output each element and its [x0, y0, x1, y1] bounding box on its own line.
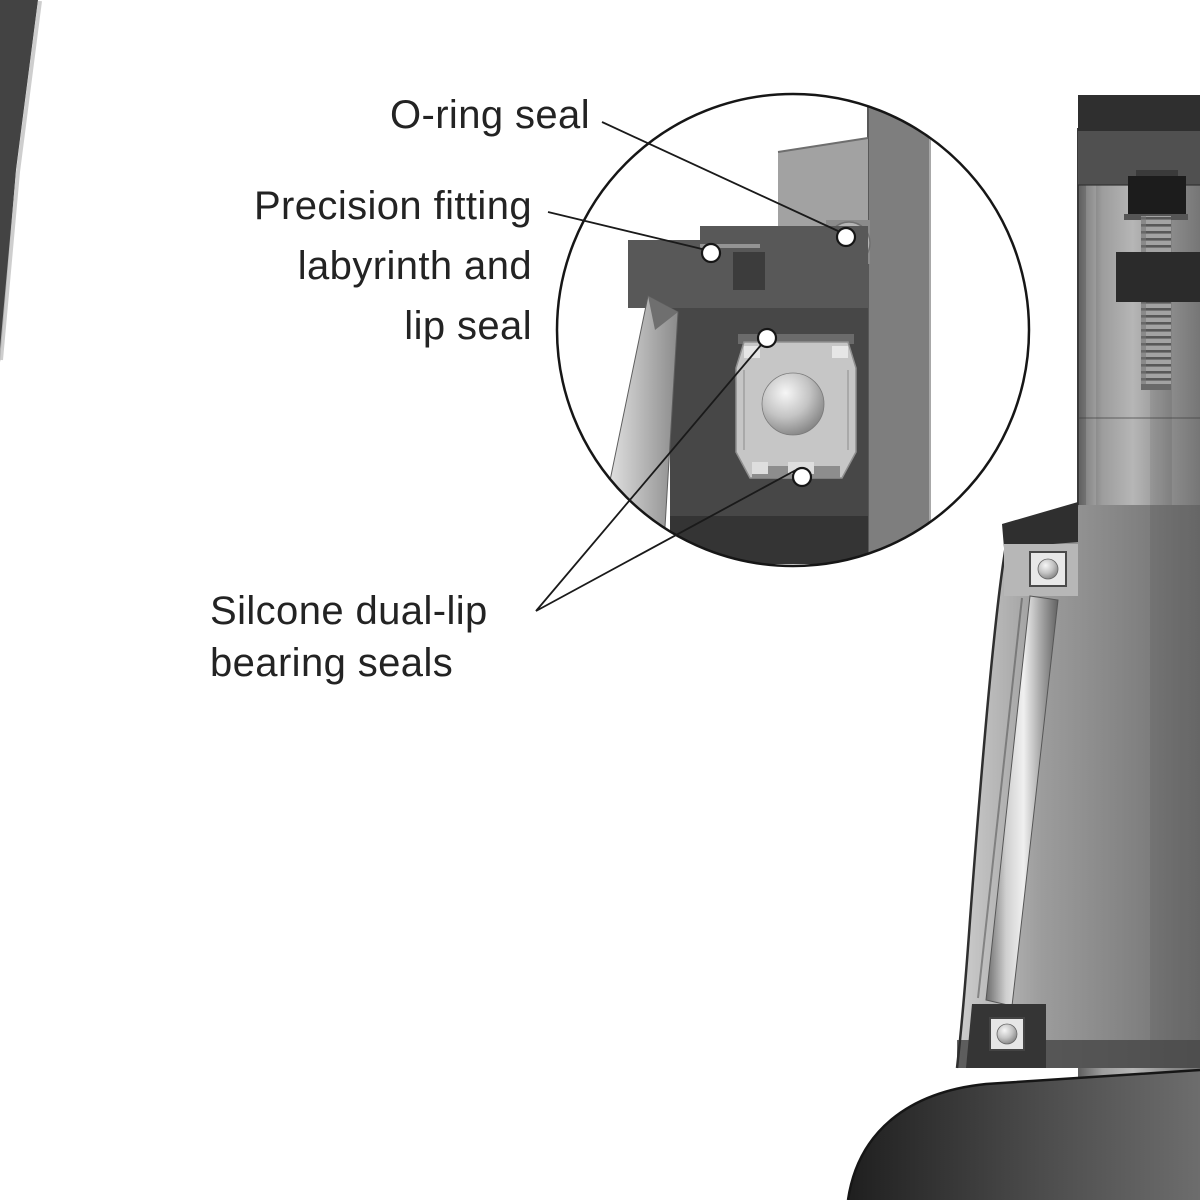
magnifier-view	[557, 94, 1029, 566]
lower-bearing	[966, 1004, 1046, 1068]
callout-o-ring	[835, 226, 857, 248]
callout-labyrinth	[700, 242, 722, 264]
upper-bearing-cap	[1002, 502, 1078, 548]
magnifier-circle	[555, 92, 1031, 568]
label-silicone-seals: Silcone dual-lip bearing seals	[210, 585, 488, 689]
machine-render	[846, 95, 1200, 1200]
base-dome	[846, 1068, 1200, 1200]
bolt-assembly	[1116, 170, 1200, 390]
cone-outline	[955, 503, 1079, 1069]
bolt-flange	[1136, 170, 1178, 178]
callout-upper-seal	[756, 327, 778, 349]
label-silicone-line-2: bearing seals	[210, 641, 454, 685]
leader-line-precision	[547, 211, 703, 250]
cap-block	[777, 137, 869, 226]
labyrinth-tooth	[733, 252, 765, 290]
lower-bearing-ball	[996, 1023, 1018, 1045]
leader-line-o-ring	[601, 121, 839, 232]
label-o-ring-seal: O-ring seal	[390, 91, 590, 139]
leader-line-silicone	[535, 344, 797, 612]
label-precision-line-2: labyrinth and	[297, 244, 532, 288]
upper-bearing-ball	[1037, 558, 1059, 580]
label-o-ring-seal-text: O-ring seal	[389, 93, 590, 137]
bearing-cross-section	[735, 334, 857, 479]
label-precision-line-3: lip seal	[404, 304, 532, 348]
upper-bearing	[1002, 502, 1078, 596]
callout-lower-seal	[791, 466, 813, 488]
corner-fragment	[0, 0, 42, 362]
label-precision-fitting: Precision fitting labyrinth and lip seal	[254, 176, 532, 356]
housing-cross-section	[628, 226, 868, 308]
lip-seal-gap	[700, 244, 760, 248]
bearing-ball	[761, 372, 825, 436]
label-silicone-line-1: Silcone dual-lip	[210, 589, 488, 633]
label-precision-line-1: Precision fitting	[253, 184, 532, 228]
housing-vertical-bar	[867, 94, 931, 566]
bolt-hex-head	[1128, 176, 1186, 216]
upper-bearing-seal	[738, 334, 854, 344]
clamp-plate	[1116, 252, 1200, 302]
